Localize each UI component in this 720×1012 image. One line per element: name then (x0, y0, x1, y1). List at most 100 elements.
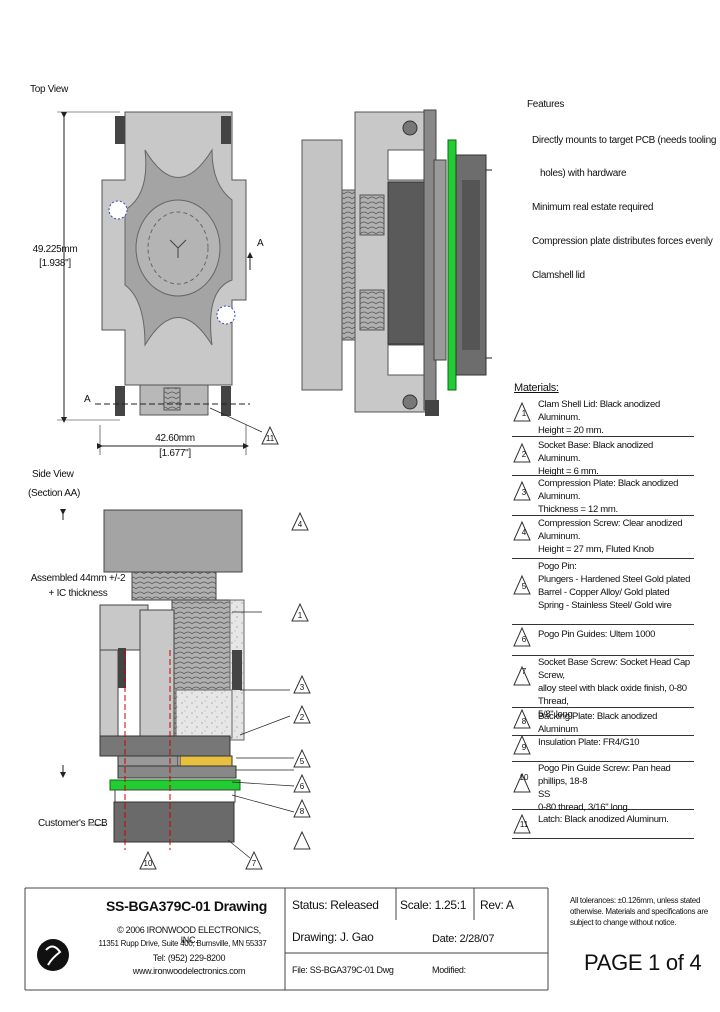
material-number-text: 5 (521, 582, 527, 591)
status: Status: Released (292, 898, 379, 912)
material-number-text: 1 (521, 409, 527, 418)
material-number-text: 3 (521, 488, 527, 497)
material-number-text: 8 (521, 717, 527, 726)
customers-pcb-label: Customer's PCB (38, 818, 108, 829)
assembled-dim-1: Assembled 44mm +/-2 (30, 573, 126, 584)
feature-item: Compression plate distributes forces eve… (532, 236, 713, 247)
feature-item: holes) with hardware (540, 168, 627, 179)
materials-title: Materials: (514, 382, 559, 394)
material-line: Compression Plate: Black anodized Alumin… (538, 478, 679, 502)
feature-item: Clamshell lid (532, 270, 585, 281)
material-line: 0-80 thread, 3/16" long. (538, 802, 630, 813)
material-line: Pogo Pin Guide Screw: Pan head phillips,… (538, 763, 671, 787)
side-view-label: Side View (32, 469, 74, 480)
modified: Modified: (432, 965, 466, 975)
features-title: Features (527, 99, 565, 110)
width-dim-mm: 42.60mm (155, 433, 195, 444)
material-number: 4 (514, 522, 534, 540)
material-number: 10 (514, 767, 534, 785)
material-row: 7 Socket Base Screw: Socket Head Cap Scre… (512, 656, 694, 720)
section-aa-label: (Section AA) (28, 488, 80, 499)
callout-7: 7 (251, 859, 257, 868)
callout-4: 4 (297, 520, 303, 529)
material-line: Pogo Pin Guides: Ultem 1000 (538, 629, 656, 640)
callout-1: 1 (297, 611, 303, 620)
callout-3: 3 (299, 683, 305, 692)
section-view-drawing (60, 509, 295, 859)
material-row: 3 Compression Plate: Black anodized Alumi… (512, 477, 694, 516)
material-number: 3 (514, 482, 534, 500)
material-text: Pogo Pin Guides: Ultem 1000 (538, 628, 694, 641)
material-text: Clam Shell Lid: Black anodized Aluminum.… (538, 398, 694, 437)
material-line: 5/8" long (538, 709, 573, 720)
width-dim-in: [1.677"] (159, 448, 191, 459)
material-number-text: 4 (521, 528, 527, 537)
material-number: 8 (514, 711, 534, 729)
callout-6: 6 (299, 782, 305, 791)
material-row: 6 Pogo Pin Guides: Ultem 1000 (512, 628, 694, 656)
material-number: 9 (514, 737, 534, 755)
material-line: Height = 27 mm, Fluted Knob (538, 544, 654, 555)
material-line: Clam Shell Lid: Black anodized Aluminum. (538, 399, 660, 423)
callout-5: 5 (299, 757, 305, 766)
material-line: Height = 20 mm. (538, 425, 604, 436)
material-number-text: 11 (519, 820, 529, 829)
material-row: 1 Clam Shell Lid: Black anodized Aluminum… (512, 398, 694, 437)
material-number-text: 7 (521, 667, 527, 676)
material-line: Thickness = 12 mm. (538, 504, 618, 515)
section-marker-a-bottom: A (84, 394, 91, 405)
callout-10: 10 (143, 859, 153, 868)
section-marker-a: A (257, 238, 264, 249)
material-number: 11 (514, 814, 534, 832)
material-number: 1 (514, 403, 534, 421)
material-line: SS (538, 789, 551, 800)
page-number: PAGE 1 of 4 (584, 950, 702, 975)
material-text: Compression Screw: Clear anodized Alumin… (538, 517, 694, 556)
material-line: Barrel - Copper Alloy/ Gold plated (538, 587, 670, 598)
height-dim-in: [1.938"] (39, 258, 71, 269)
title-block-frame (24, 887, 549, 991)
feature-item: Minimum real estate required (532, 202, 654, 213)
callout-8: 8 (299, 807, 305, 816)
material-number-text: 6 (521, 635, 527, 644)
material-number: 5 (514, 576, 534, 594)
material-number: 7 (514, 661, 534, 679)
material-line: Plungers - Hardened Steel Gold plated (538, 574, 691, 585)
material-line: Compression Screw: Clear anodized Alumin… (538, 518, 683, 542)
tolerance-note: All tolerances: ±0.126mm, unless stated … (570, 896, 708, 927)
callout-triangles (139, 401, 531, 870)
height-dim-mm: 49.225mm (32, 244, 78, 255)
material-number: 2 (514, 444, 534, 462)
material-line: Socket Base Screw: Socket Head Cap Screw… (538, 657, 690, 681)
assembled-dim-2: + IC thickness (48, 588, 108, 599)
material-text: Socket Base Screw: Socket Head Cap Screw… (538, 656, 694, 721)
copyright: © 2006 IRONWOOD ELECTRONICS, INC. (117, 925, 261, 945)
material-text: Latch: Black anodized Aluminum. (538, 813, 694, 826)
website: www.ironwoodelectronics.com (132, 966, 246, 976)
revision: Rev: A (480, 898, 514, 912)
top-view-label: Top View (30, 84, 68, 95)
drawing-title: SS-BGA379C-01 Drawing (106, 898, 267, 914)
material-row: 5 Pogo Pin: Plungers - Hardened Steel Gold… (512, 560, 694, 625)
top-view-drawing (57, 111, 263, 455)
date: Date: 2/28/07 (432, 933, 495, 945)
material-row: 4 Compression Screw: Clear anodized Alumi… (512, 517, 694, 559)
material-number: 6 (514, 629, 534, 647)
material-row: 10 Pogo Pin Guide Screw: Pan head phillip… (512, 762, 694, 813)
file-name: File: SS-BGA379C-01 Dwg (292, 965, 394, 975)
material-line: Pogo Pin: (538, 561, 577, 572)
material-line: Height = 6 mm. (538, 466, 599, 477)
right-view-drawing (301, 109, 492, 416)
material-text: Socket Base: Black anodized Aluminum.Hei… (538, 439, 694, 478)
material-text: Pogo Pin Guide Screw: Pan head phillips,… (538, 762, 694, 814)
material-number-text: 10 (519, 773, 529, 782)
callout-11-top: 11 (265, 434, 275, 443)
telephone: Tel: (952) 229-8200 (152, 953, 226, 963)
ironwood-logo (37, 939, 69, 971)
material-line: alloy steel with black oxide finish, 0-8… (538, 683, 687, 707)
callout-2: 2 (299, 713, 305, 722)
